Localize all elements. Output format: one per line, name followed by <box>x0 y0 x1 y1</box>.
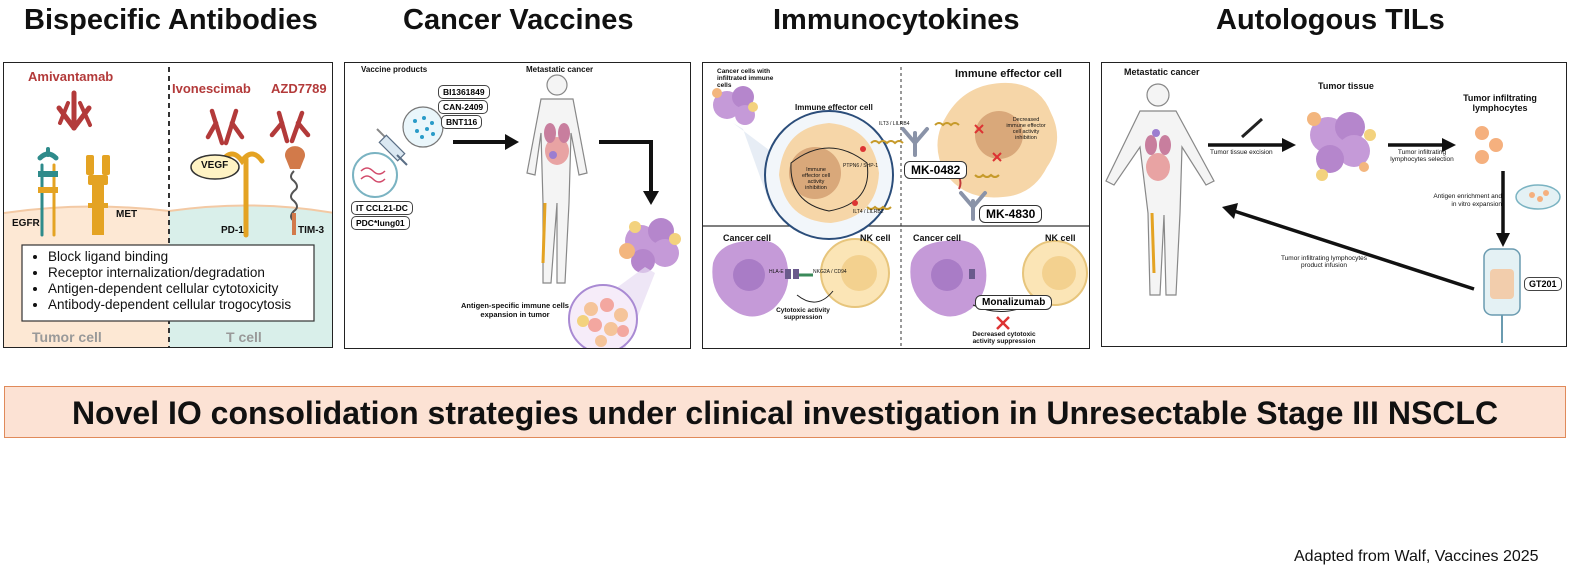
egfr-receptor-icon <box>37 147 59 237</box>
mechanism-item: Antibody-dependent cellular trogocytosis <box>48 297 316 313</box>
title-immunocytokines: Immunocytokines <box>773 4 1020 36</box>
effector-cell-big-label: Immune effector cell <box>955 68 1062 80</box>
mk4830-antibody-icon <box>959 191 987 221</box>
ilt2-label: ILT4 / LILRB2 <box>853 209 884 215</box>
pd1-receptor-icon <box>219 151 265 238</box>
azd7789-antibody-icon <box>269 110 311 144</box>
vaccines-illustration <box>352 74 681 348</box>
cytotoxic-suppression-label: Cytotoxic activity suppression <box>776 307 830 321</box>
panel-tils: Metastatic cancer Tumor tissue Tumor inf… <box>1101 62 1567 347</box>
human-body-icon <box>526 74 588 284</box>
amivantamab-antibody-icon <box>56 90 92 131</box>
decreased-cytotoxic-label: Decreased cytotoxic activity suppression <box>972 331 1036 345</box>
effector-cell-small-label: Immune effector cell <box>795 103 873 112</box>
amivantamab-label: Amivantamab <box>28 69 114 84</box>
vaccine-particles-icon <box>402 106 444 148</box>
gt201-label: GT201 <box>1524 277 1562 291</box>
azd7789-label: AZD7789 <box>271 81 327 96</box>
nkg2a-label: NKG2A / CD94 <box>813 269 847 275</box>
tumor-cell-label: Tumor cell <box>32 329 102 345</box>
mechanism-item: Receptor internalization/degradation <box>48 265 316 281</box>
vegf-label: VEGF <box>201 160 229 171</box>
title-bispecific: Bispecific Antibodies <box>24 4 318 36</box>
tumor-tissue-label: Tumor tissue <box>1318 81 1374 91</box>
mk0482-label: MK-0482 <box>904 161 968 179</box>
mechanism-item: Block ligand binding <box>48 249 316 265</box>
source-credit: Adapted from Walf, Vaccines 2025 <box>1294 548 1539 565</box>
vaccine-metastatic-label: Metastatic cancer <box>526 65 594 74</box>
infusion-label: Tumor infiltrating lymphocytes product i… <box>1280 255 1368 269</box>
cancer-cell-label-1: Cancer cell <box>723 233 772 243</box>
tim3-label: TIM-3 <box>298 225 325 236</box>
vaccine-expansion-label: Antigen-specific immune cells expansion … <box>461 301 569 319</box>
nk-cell-label-2: NK cell <box>1045 233 1076 243</box>
human-body-icon-2 <box>1105 83 1215 296</box>
egfr-label: EGFR <box>12 218 40 229</box>
t-cell-label: T cell <box>226 329 262 345</box>
cancer-cell-label-2: Cancer cell <box>913 233 962 243</box>
ptpn-label: PTPN6 / SHP-1 <box>843 163 879 169</box>
vaccine-product-pill: PDC*lung01 <box>351 216 410 230</box>
nk-cell-label-1: NK cell <box>860 233 891 243</box>
vaccine-product-pill: IT CCL21-DC <box>351 201 413 215</box>
mrna-icon <box>352 152 398 198</box>
mk4830-label: MK-4830 <box>979 205 1043 223</box>
til-cells-icon <box>1475 126 1503 164</box>
ivonescimab-label: Ivonescimab <box>172 81 251 96</box>
panel-vaccines: Vaccine products Metastatic cancer BI136… <box>344 62 691 349</box>
tils-illustration <box>1105 83 1561 343</box>
ilt-label: ILT3 / LILRB4 <box>879 121 910 127</box>
enrichment-label: Antigen enrichment and in vitro expansio… <box>1433 193 1502 208</box>
met-receptor-icon <box>86 155 110 235</box>
vaccine-product-pill: BI1361849 <box>438 85 490 99</box>
infusion-bag-icon <box>1483 248 1521 343</box>
mechanism-list: Block ligand binding Receptor internaliz… <box>26 249 316 313</box>
met-label: MET <box>116 209 138 220</box>
vaccine-products-label: Vaccine products <box>361 65 428 74</box>
mk0482-antibody-icon <box>901 127 929 157</box>
panel-bispecific: Amivantamab Ivonescimab AZD7789 EGFR MET… <box>3 62 333 348</box>
syringe-icon <box>376 128 408 166</box>
decreased-label: Decreased immune effector cell activity … <box>1006 117 1046 141</box>
summary-banner: Novel IO consolidation strategies under … <box>4 386 1566 438</box>
scalpel-icon <box>1240 117 1264 139</box>
cancer-infiltrated-icon <box>712 86 758 125</box>
til-metastatic-label: Metastatic cancer <box>1124 67 1200 77</box>
bispecific-illustration <box>4 63 332 347</box>
tim3-receptor-icon <box>285 146 305 235</box>
tumor-tissue-icon <box>1307 112 1376 181</box>
monalizumab-label: Monalizumab <box>975 295 1053 310</box>
vegf-bubble <box>190 154 240 180</box>
vaccine-product-pill: BNT116 <box>441 115 483 129</box>
vaccine-product-pill: CAN-2409 <box>438 100 489 114</box>
tumor-cluster-icon <box>619 218 681 273</box>
selection-label: Tumor infiltrating lymphocytes selection <box>1390 149 1454 163</box>
inhibition-label: Immune effector cell activity inhibition <box>801 167 831 191</box>
immunocytokines-illustration <box>703 67 1089 347</box>
title-tils: Autologous TILs <box>1216 4 1445 36</box>
cancer-infiltrated-label: Cancer cells with infiltrated immune cel… <box>717 68 774 89</box>
pd1-label: PD-1 <box>221 225 244 236</box>
panel-immunocytokines: Cancer cells with infiltrated immune cel… <box>702 62 1090 349</box>
hla-e-label: HLA-E <box>769 269 784 275</box>
title-vaccines: Cancer Vaccines <box>403 4 634 36</box>
mechanism-item: Antigen-dependent cellular cytotoxicity <box>48 281 316 297</box>
til-title-label: Tumor infiltrating lymphocytes <box>1463 93 1537 113</box>
excision-label: Tumor tissue excision <box>1210 149 1273 156</box>
ivonescimab-antibody-icon <box>205 108 245 146</box>
